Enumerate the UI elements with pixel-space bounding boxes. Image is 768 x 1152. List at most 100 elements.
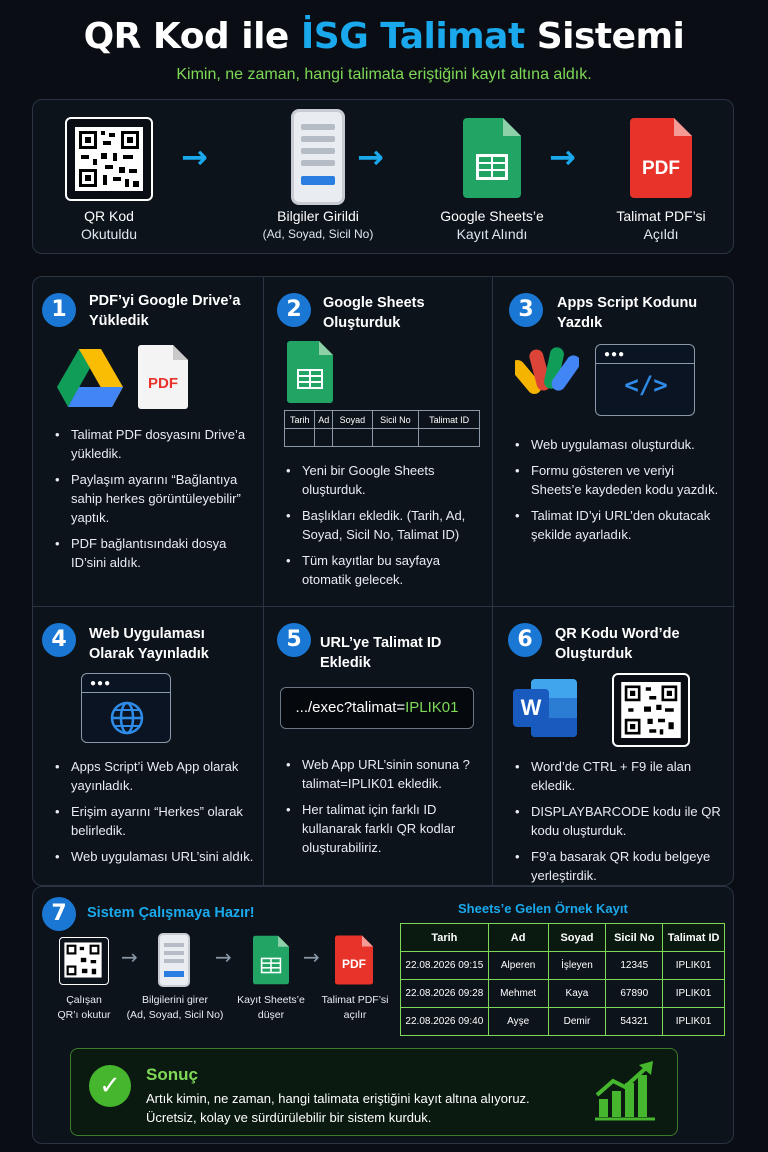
step-bullets: Yeni bir Google Sheets oluşturduk. Başlı…: [286, 461, 486, 596]
bullet: Paylaşım ayarını “Bağlantıya sahip herke…: [55, 470, 255, 527]
table-cell: 12345: [605, 951, 664, 980]
bullet: Tüm kayıtlar bu sayfaya otomatik gelecek…: [286, 551, 486, 589]
flow-sublabel: (Ad, Soyad, Sicil No): [262, 227, 374, 241]
sheet-headers-table: Tarih Ad Soyad Sicil No Talimat ID: [283, 410, 480, 447]
phone-form-icon: [158, 933, 190, 987]
growth-chart-icon: [593, 1061, 657, 1128]
table-header-cell: Soyad: [332, 410, 373, 429]
table-header: Tarih: [400, 923, 489, 952]
arrow-right-icon: →: [357, 138, 384, 176]
page-title: QR Kod ile İSG Talimat Sistemi: [83, 16, 685, 57]
pdf-icon: PDF: [630, 118, 692, 198]
word-icon: W: [513, 679, 577, 737]
table-cell: Ayşe: [487, 1007, 549, 1036]
flow-label: Bilgiler Girildi: [277, 208, 359, 224]
bullet: Web uygulaması oluşturduk.: [515, 435, 725, 454]
code-icon: </>: [624, 371, 668, 399]
step-number: 2: [277, 293, 311, 327]
table-cell: İşleyen: [547, 951, 607, 980]
table-header: Talimat ID: [662, 923, 725, 952]
step-number: 3: [509, 293, 543, 327]
step-5-card: 5 URL’ye Talimat ID Ekledik .../exec?tal…: [264, 607, 492, 887]
arrow-right-icon: →: [549, 138, 576, 176]
step-number: 6: [508, 623, 542, 657]
flow-label: Talimat PDF’si: [616, 208, 706, 224]
table-cell: 54321: [605, 1007, 664, 1036]
word-icon-letter: W: [513, 689, 549, 727]
arrow-right-icon: →: [303, 945, 320, 969]
table-header: Ad: [487, 923, 549, 952]
flow-label: Google Sheets’e: [440, 208, 544, 224]
step-number: 5: [277, 623, 311, 657]
step-bullets: Word’de CTRL + F9 ile alan ekledik. DISP…: [515, 757, 725, 892]
mini-flow-label: Bilgilerini girer(Ad, Soyad, Sicil No): [126, 994, 224, 1021]
bullet: Web uygulaması URL’sini aldık.: [55, 847, 260, 866]
pdf-icon-label: PDF: [148, 375, 178, 392]
table-header: Sicil No: [605, 923, 664, 952]
result-title: Sonuç: [146, 1065, 198, 1084]
pdf-icon: PDF: [335, 935, 373, 985]
globe-icon: [109, 700, 145, 741]
table-cell: Alperen: [487, 951, 549, 980]
google-sheets-icon: [463, 118, 521, 198]
table-header-cell: Ad: [314, 410, 334, 429]
bullet: Word’de CTRL + F9 ile alan ekledik.: [515, 757, 725, 795]
bullet: DISPLAYBARCODE kodu ile QR kodu oluşturd…: [515, 802, 725, 840]
step-title: URL’ye Talimat ID Ekledik: [320, 635, 442, 671]
pdf-icon: PDF: [138, 345, 188, 409]
table-header: Soyad: [547, 923, 607, 952]
step-bullets: Web App URL’sinin sonuna ?talimat=IPLIK0…: [286, 755, 486, 864]
table-cell: IPLIK01: [662, 951, 725, 980]
flow-sublabel: Okutuldu: [80, 226, 138, 242]
google-sheets-icon: [253, 935, 289, 985]
arrow-right-icon: →: [121, 945, 138, 969]
flow-label: QR Kod: [84, 208, 134, 224]
table-cell: IPLIK01: [662, 1007, 725, 1036]
table-header-cell: Tarih: [283, 410, 316, 429]
result-text: Artık kimin, ne zaman, hangi talimata er…: [146, 1091, 530, 1125]
table-cell: Demir: [547, 1007, 607, 1036]
step-bullets: Web uygulaması oluşturduk. Formu göstere…: [515, 435, 725, 551]
apps-script-icon: [510, 343, 581, 404]
bullet: Her talimat için farklı ID kullanarak fa…: [286, 800, 486, 857]
result-panel: ✓ Sonuç Artık kimin, ne zaman, hangi tal…: [70, 1048, 678, 1136]
phone-form-icon: [291, 109, 345, 205]
bullet: Başlıkları ekledik. (Tarih, Ad, Soyad, S…: [286, 506, 486, 544]
table-cell: 22.08.2026 09:28: [400, 979, 489, 1008]
bullet: Talimat ID’yi URL’den okutacak şekilde a…: [515, 506, 725, 544]
table-header-cell: Sicil No: [371, 410, 420, 429]
step-number: 1: [42, 293, 76, 327]
url-code-box: .../exec?talimat=IPLIK01: [280, 687, 474, 729]
step-title: Sistem Çalışmaya Hazır!: [87, 905, 255, 921]
sample-records-table: Tarih Ad Soyad Sicil No Talimat ID 22.08…: [400, 923, 725, 1036]
checkmark-icon: ✓: [89, 1065, 131, 1107]
sample-table-title: Sheets’e Gelen Örnek Kayıt: [458, 901, 628, 916]
bullet: Erişim ayarını “Herkes” olarak belirledi…: [55, 802, 260, 840]
step-number: 4: [42, 623, 76, 657]
qr-code-icon: [59, 937, 109, 985]
pdf-icon-label: PDF: [642, 158, 680, 179]
step-number: 7: [42, 897, 76, 931]
code-window-icon: ●●● </>: [595, 344, 695, 416]
bullet: F9’a basarak QR kodu belgeye yerleştirdi…: [515, 847, 725, 885]
bullet: Web App URL’sinin sonuna ?talimat=IPLIK0…: [286, 755, 486, 793]
step-bullets: Apps Script’i Web App olarak yayınladık.…: [55, 757, 260, 873]
bullet: Apps Script’i Web App olarak yayınladık.: [55, 757, 260, 795]
google-sheets-icon: [287, 341, 333, 403]
table-cell: 22.08.2026 09:15: [400, 951, 489, 980]
table-header-cell: Talimat ID: [418, 410, 480, 429]
flow-sublabel: Kayıt Alındı: [456, 226, 528, 242]
